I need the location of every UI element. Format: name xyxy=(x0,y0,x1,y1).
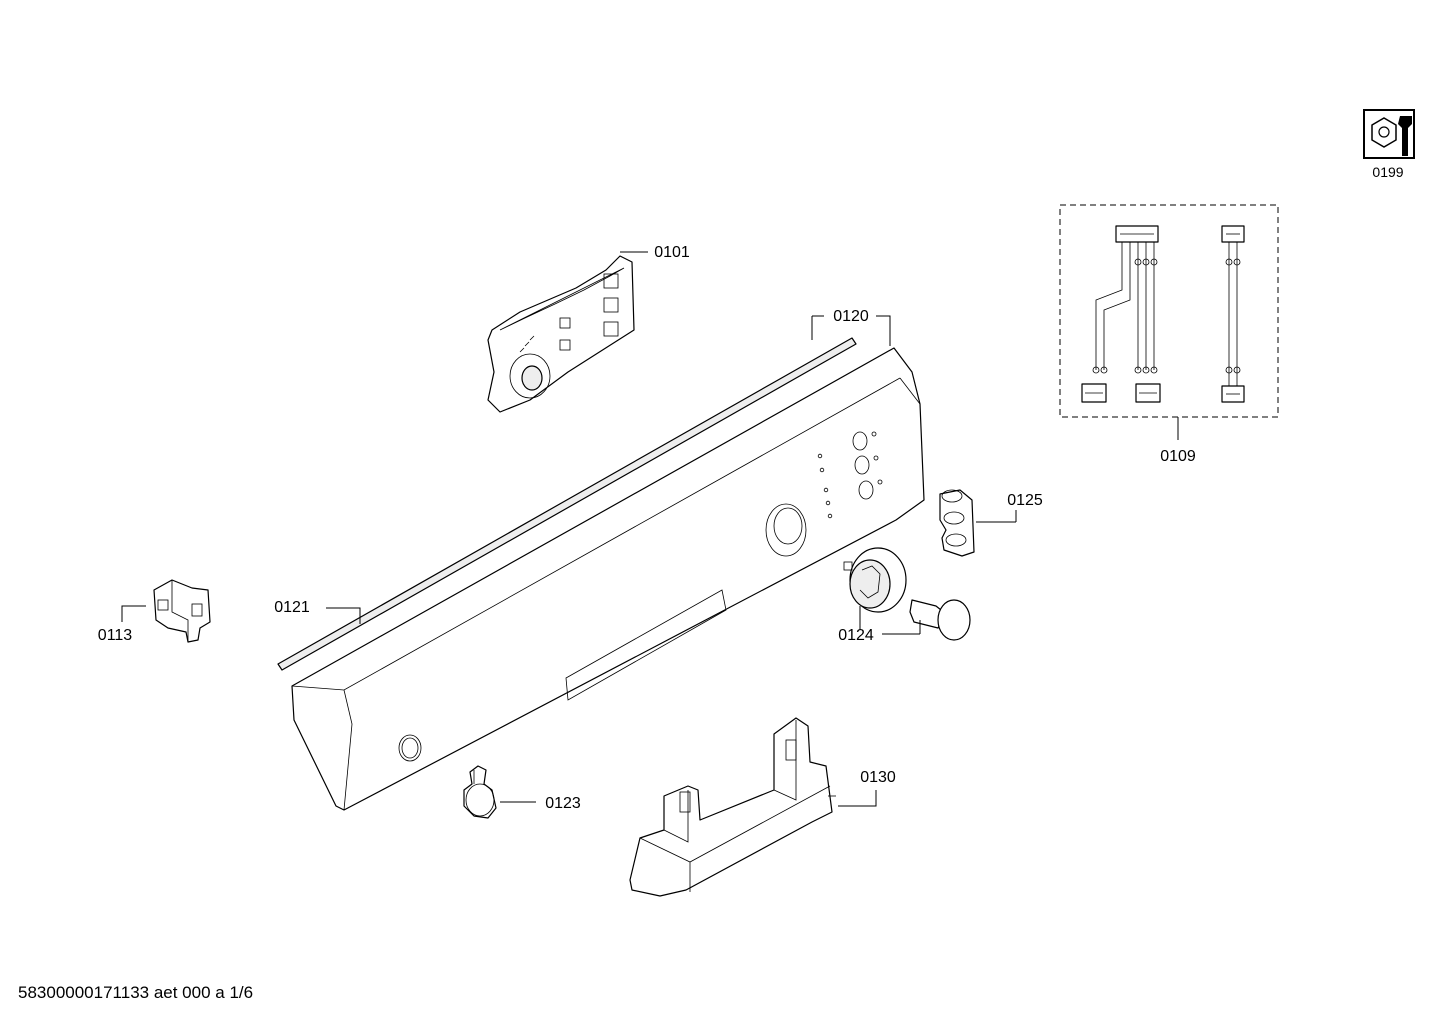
part-label-0121[interactable]: 0121 xyxy=(274,599,310,616)
support-bracket-0130[interactable] xyxy=(629,717,836,897)
part-label-0123[interactable]: 0123 xyxy=(545,795,581,812)
part-label-0120[interactable]: 0120 xyxy=(833,308,869,325)
control-panel-fascia-0120[interactable] xyxy=(291,347,925,811)
part-label-0199[interactable]: 0199 xyxy=(1372,164,1403,180)
part-label-0113[interactable]: 0113 xyxy=(98,627,133,644)
wiring-harness-0109[interactable] xyxy=(1059,204,1279,418)
part-label-0125[interactable]: 0125 xyxy=(1007,492,1043,509)
control-module-0101[interactable] xyxy=(487,255,635,413)
clip-0113[interactable] xyxy=(153,579,211,643)
knob-0124[interactable] xyxy=(843,547,907,613)
knob-cap-0124[interactable] xyxy=(909,599,971,641)
part-label-0109[interactable]: 0109 xyxy=(1160,448,1196,465)
part-label-0130[interactable]: 0130 xyxy=(860,769,896,786)
part-label-0124[interactable]: 0124 xyxy=(838,627,874,644)
service-tool-icon xyxy=(1363,109,1415,159)
document-code: 58300000171133 aet 000 a 1/6 xyxy=(18,983,253,1002)
trim-strip-0121[interactable] xyxy=(277,337,857,671)
push-button-0123[interactable] xyxy=(463,765,497,819)
part-label-0101[interactable]: 0101 xyxy=(654,244,690,261)
button-set-0125[interactable] xyxy=(939,489,975,557)
